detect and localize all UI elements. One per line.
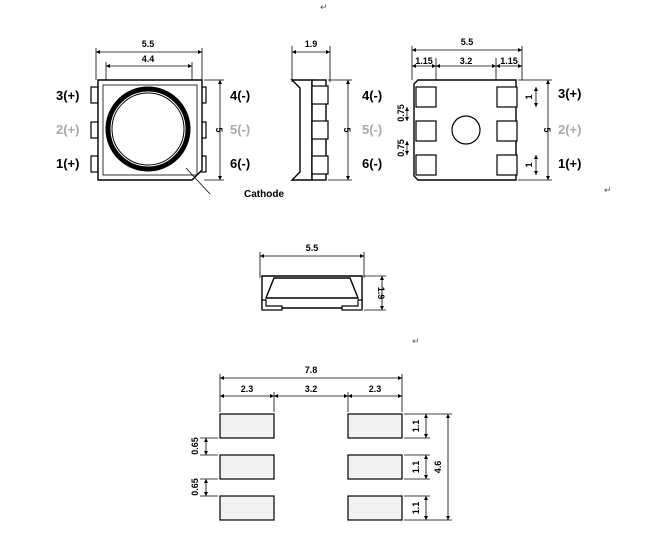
return-mark: ↵ bbox=[412, 336, 420, 346]
side-height-label: 5 bbox=[342, 127, 352, 132]
footprint-spacing-label: 0.65 bbox=[190, 478, 200, 496]
footprint-left-pad-label: 2.3 bbox=[241, 384, 254, 394]
footprint-total-height-label: 4.6 bbox=[433, 461, 443, 474]
footprint-pad-height-label: 1.1 bbox=[411, 502, 421, 515]
pin-label-4: 4(-) bbox=[230, 88, 250, 103]
return-mark: ↵ bbox=[320, 2, 328, 12]
bottom-pad-size-label: 1 bbox=[524, 162, 534, 167]
footprint-pad bbox=[219, 413, 275, 439]
footprint-spacing-label: 0.65 bbox=[190, 437, 200, 455]
footprint-pad bbox=[219, 495, 275, 521]
footprint-pad-height-label: 1.1 bbox=[411, 461, 421, 474]
bottom-thermal-circle bbox=[451, 115, 481, 145]
side-view: 1.9 5 bbox=[290, 39, 352, 181]
side-body bbox=[290, 79, 313, 181]
bottom-left-margin-label: 1.15 bbox=[415, 56, 433, 66]
cathode-label: Cathode bbox=[244, 189, 284, 200]
pin-label-2: 2(+) bbox=[56, 122, 79, 137]
pin-label-2: 2(+) bbox=[558, 122, 581, 137]
pin-label-1: 1(+) bbox=[558, 156, 581, 171]
footprint-pad bbox=[219, 454, 275, 480]
footprint-right-pad-label: 2.3 bbox=[369, 384, 382, 394]
footprint-pad bbox=[347, 495, 403, 521]
bottom-view: 5.5 1.15 3.2 1.15 0.75 0.75 1 1 5 4(-) 5… bbox=[362, 37, 581, 181]
footprint-pad bbox=[347, 413, 403, 439]
return-mark: ↵ bbox=[604, 185, 612, 195]
footprint-gap-label: 3.2 bbox=[305, 384, 318, 394]
footprint-pad-height-label: 1.1 bbox=[411, 420, 421, 433]
pin-label-3: 3(+) bbox=[558, 86, 581, 101]
top-width-label: 5.5 bbox=[142, 39, 155, 49]
bottom-center-label: 3.2 bbox=[460, 56, 473, 66]
top-view: 5.5 4.4 5 Cathode 3(+) 2(+) 1(+) 4(-) 5(… bbox=[56, 39, 284, 200]
bottom-width-label: 5.5 bbox=[461, 37, 474, 47]
bottom-right-margin-label: 1.15 bbox=[500, 56, 518, 66]
pin-label-4: 4(-) bbox=[362, 88, 382, 103]
pin-label-3: 3(+) bbox=[56, 88, 79, 103]
profile-height-label: 1.9 bbox=[376, 287, 386, 300]
bottom-pad-size-label: 1 bbox=[524, 94, 534, 99]
pin-label-6: 6(-) bbox=[362, 156, 382, 171]
pin-label-6: 6(-) bbox=[230, 156, 250, 171]
top-height-label: 5 bbox=[214, 127, 224, 132]
pin-label-5: 5(-) bbox=[230, 122, 250, 137]
bottom-pitch-a-label: 0.75 bbox=[396, 104, 406, 122]
lens-diameter-label: 4.4 bbox=[142, 54, 155, 64]
pin-label-1: 1(+) bbox=[56, 156, 79, 171]
profile-view: 5.5 1.9 bbox=[259, 243, 386, 311]
pcb-footprint: 7.8 2.3 3.2 2.3 0.65 0.65 1 bbox=[190, 365, 452, 521]
footprint-pad bbox=[347, 454, 403, 480]
bottom-height-label: 5 bbox=[542, 127, 552, 132]
profile-width-label: 5.5 bbox=[306, 243, 319, 253]
bottom-pitch-b-label: 0.75 bbox=[396, 139, 406, 157]
side-width-label: 1.9 bbox=[305, 39, 318, 49]
pin-label-5: 5(-) bbox=[362, 122, 382, 137]
footprint-total-width-label: 7.8 bbox=[305, 365, 318, 375]
